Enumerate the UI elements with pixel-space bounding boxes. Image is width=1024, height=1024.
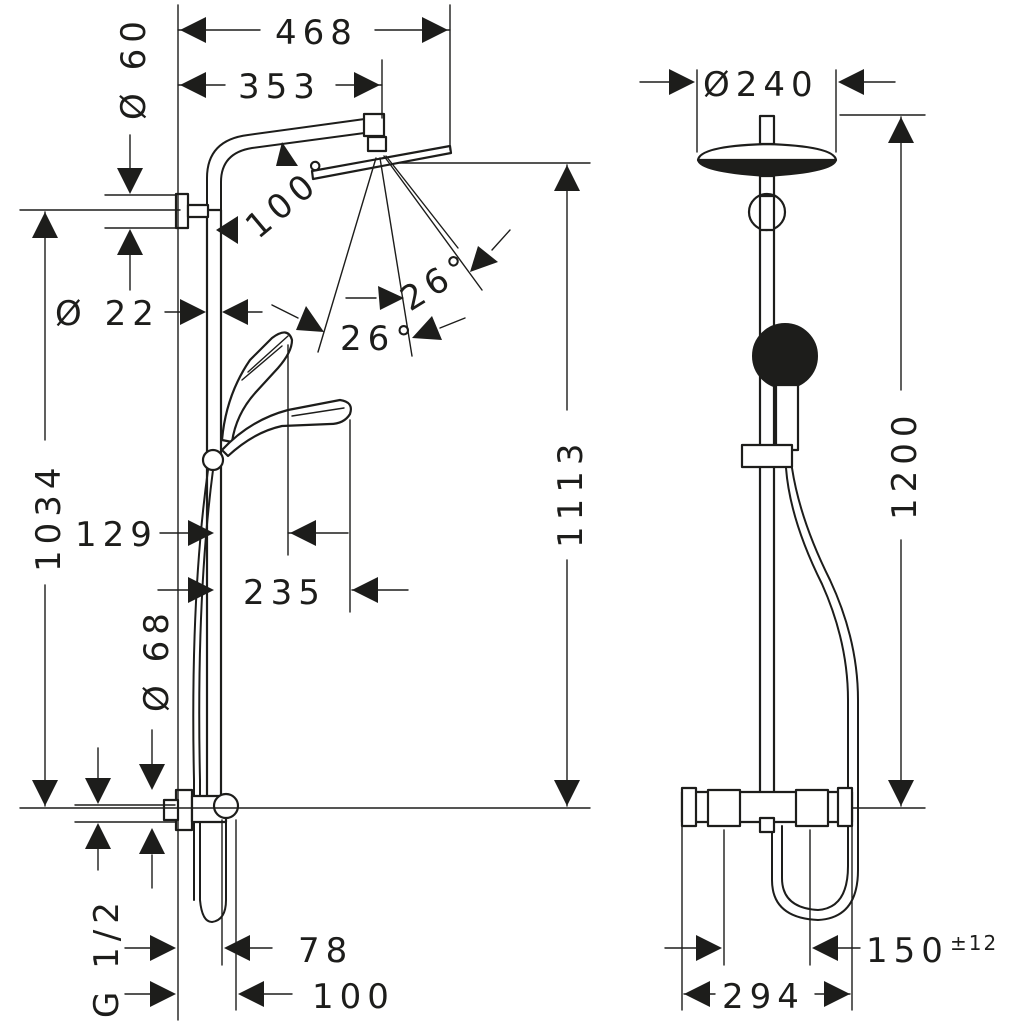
side-overhead-shower bbox=[310, 144, 453, 181]
dim-diameter-22: Ø 22 bbox=[55, 294, 160, 334]
side-view: 468 353 Ø 60 100° Ø 22 26° 26° bbox=[19, 4, 591, 1021]
dim-1034: 1034 bbox=[29, 461, 69, 572]
dim-150: 150 bbox=[866, 931, 949, 971]
dim-129: 129 bbox=[75, 515, 158, 555]
dim-diameter-240: Ø240 bbox=[703, 65, 819, 105]
side-arm-joint bbox=[362, 112, 386, 138]
dim-angle-26-lower: 26° bbox=[340, 319, 418, 359]
front-hose bbox=[771, 467, 859, 921]
front-riser-pipe bbox=[758, 174, 776, 798]
dim-78: 78 bbox=[298, 931, 353, 971]
dim-diameter-68: Ø 68 bbox=[137, 607, 177, 712]
front-temperature-knob bbox=[706, 788, 742, 828]
side-thermostat-knob bbox=[212, 792, 240, 820]
front-view: Ø240 1200 150 ±12 294 bbox=[639, 65, 998, 1017]
front-flow-knob bbox=[794, 788, 830, 828]
dim-150-tolerance: ±12 bbox=[950, 931, 998, 955]
front-slide-holder bbox=[740, 443, 794, 469]
dim-1113: 1113 bbox=[551, 437, 591, 548]
dim-1200: 1200 bbox=[885, 409, 925, 520]
side-handshower-upper bbox=[220, 331, 294, 444]
dim-diameter-60: Ø 60 bbox=[114, 15, 154, 120]
front-handshower-head bbox=[752, 323, 818, 389]
side-arm-outer bbox=[206, 117, 373, 211]
dim-468: 468 bbox=[275, 13, 358, 53]
side-slide-holder bbox=[201, 448, 225, 472]
side-shower-ball-joint bbox=[366, 135, 388, 153]
dim-235: 235 bbox=[243, 573, 326, 613]
side-arm-inner bbox=[220, 131, 373, 211]
front-outlet bbox=[758, 816, 776, 834]
front-overhead-shower bbox=[696, 142, 838, 162]
dim-angle-26-upper: 26° bbox=[394, 244, 482, 319]
dim-100: 100 bbox=[312, 977, 395, 1017]
side-inlet bbox=[162, 798, 180, 822]
dim-353: 353 bbox=[238, 67, 321, 107]
front-shower-joint bbox=[758, 114, 776, 146]
side-handshower-lower bbox=[220, 398, 352, 458]
dim-thread-g12: G 1/2 bbox=[87, 896, 127, 1018]
side-hose bbox=[198, 469, 227, 923]
dim-294: 294 bbox=[722, 977, 805, 1017]
front-handshower-grip bbox=[774, 383, 800, 452]
side-bracket-arm-top bbox=[186, 203, 210, 219]
